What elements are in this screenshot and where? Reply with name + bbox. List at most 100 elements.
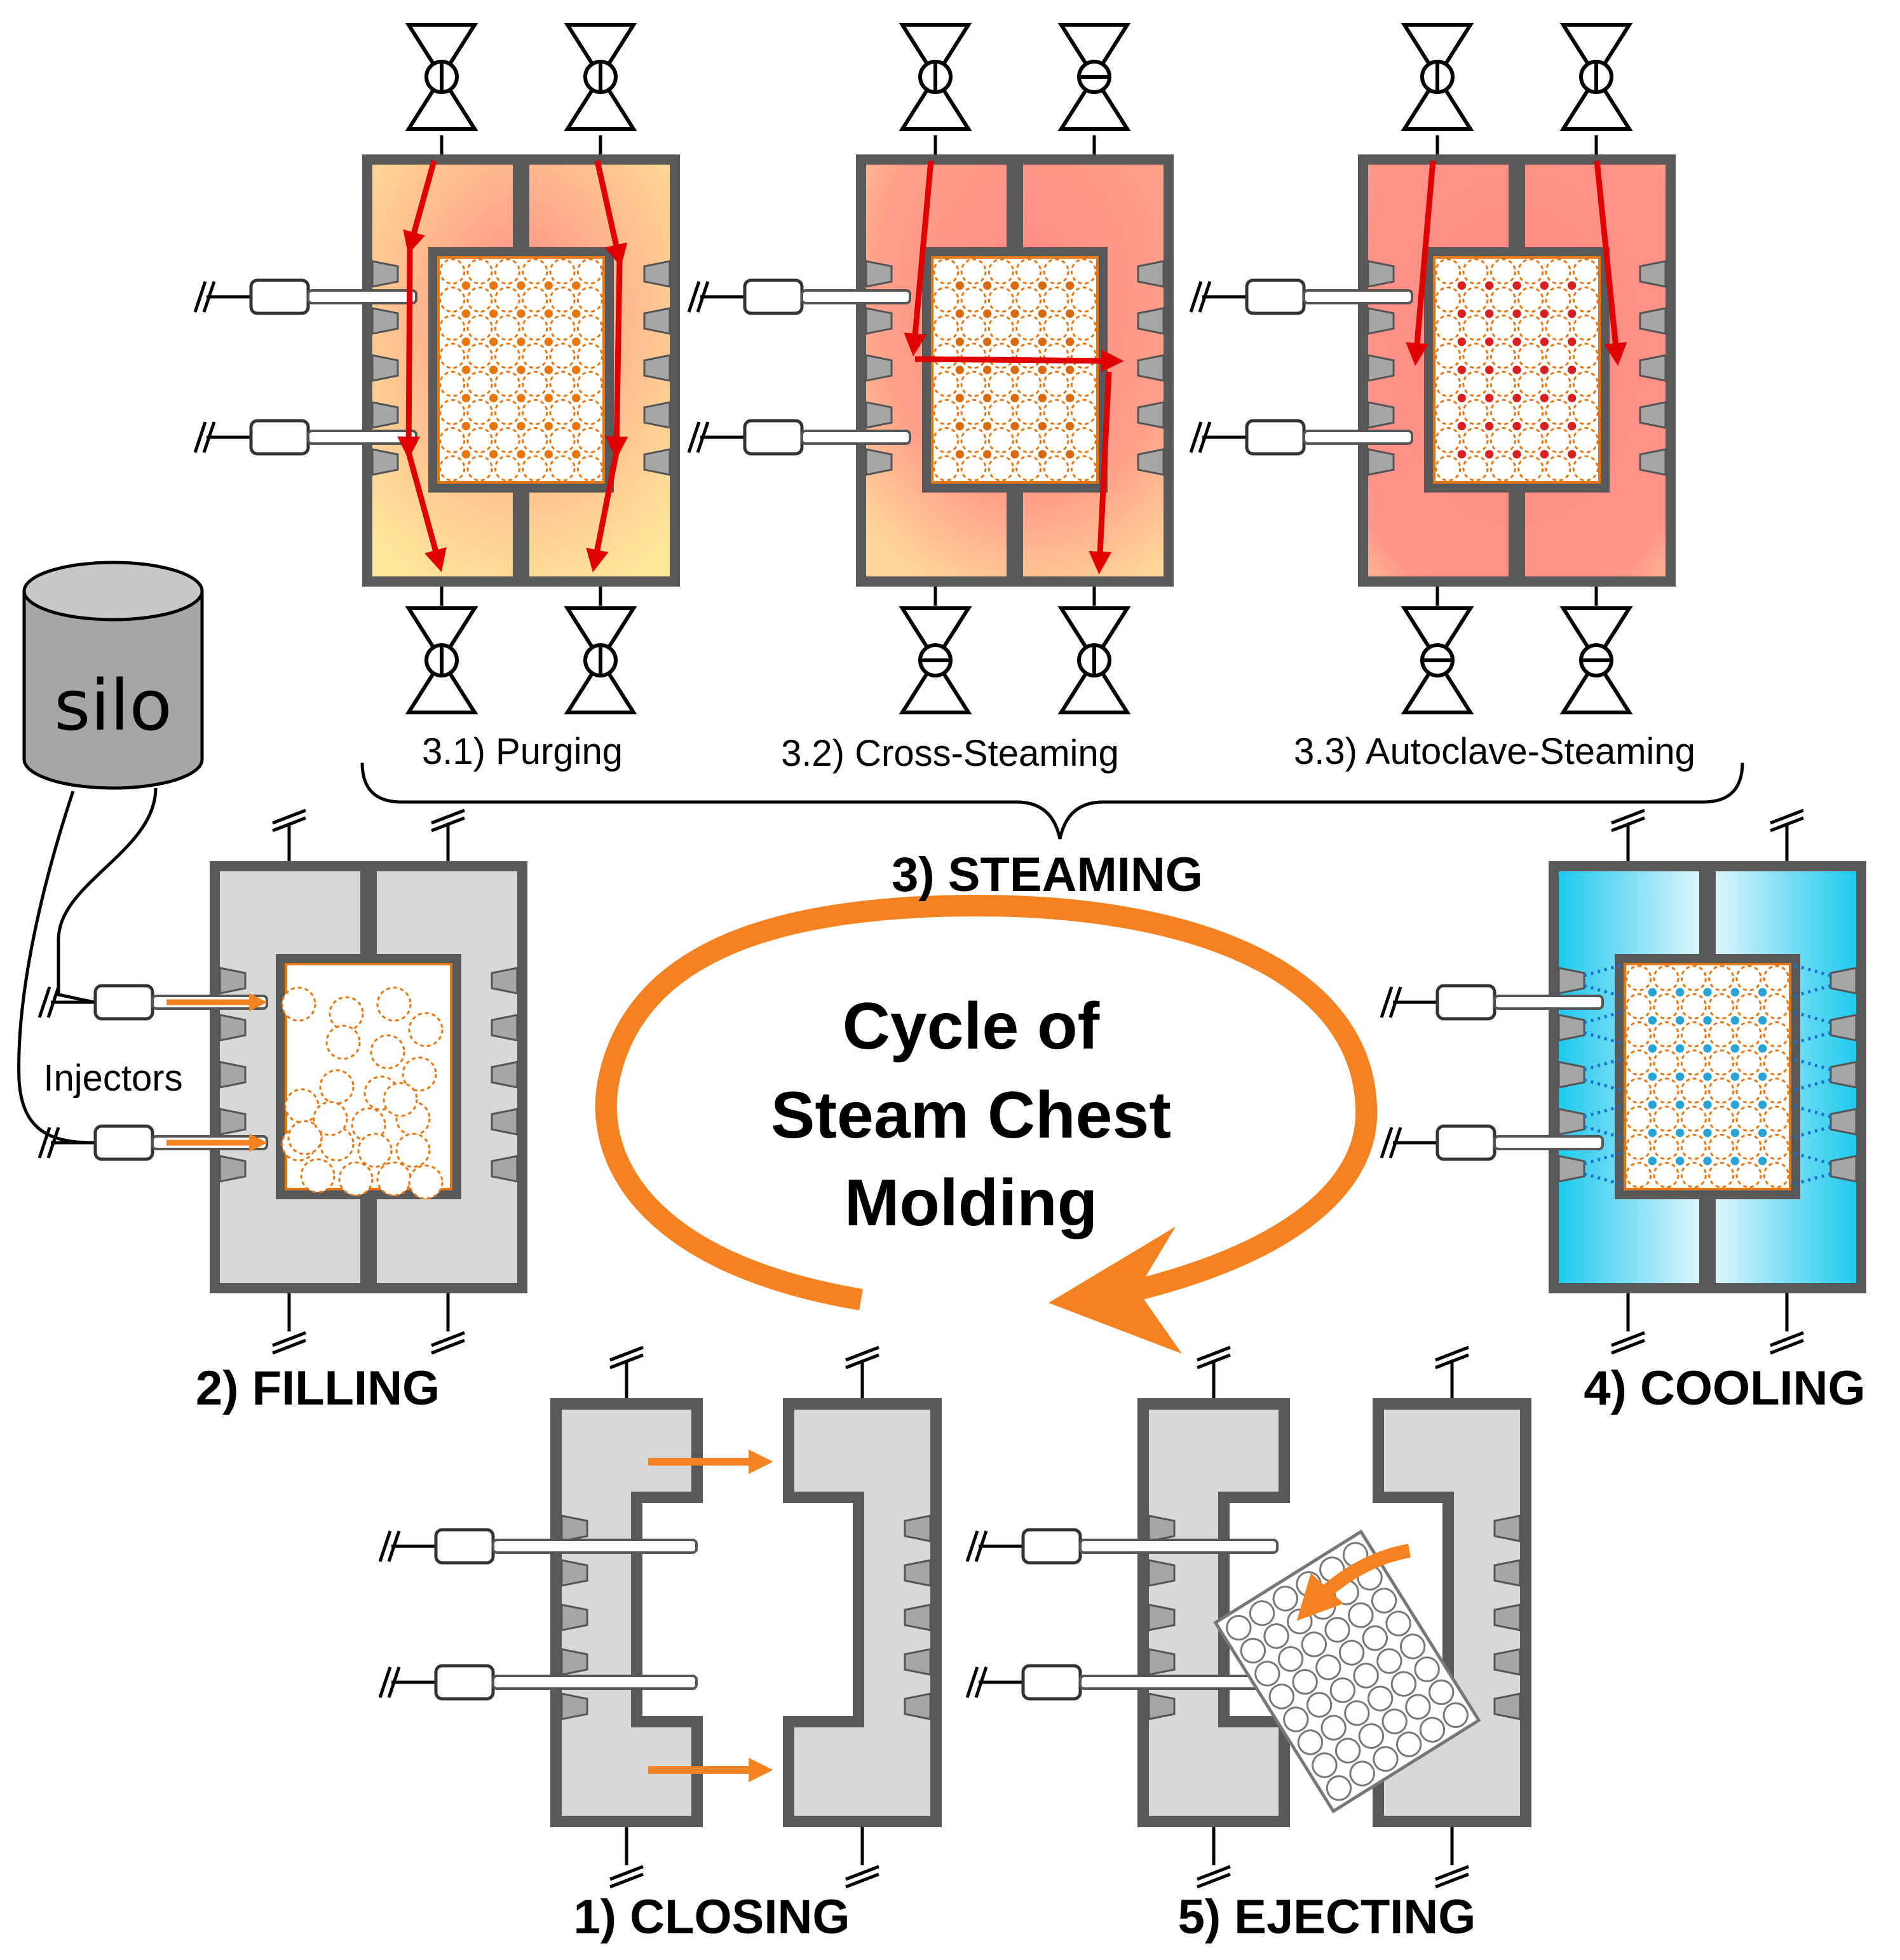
pipe-break-icon <box>1435 1353 1469 1370</box>
foam-bead <box>1396 1731 1422 1757</box>
bead-fusion-point <box>1648 1072 1657 1081</box>
bead-fusion-point <box>1758 1100 1767 1109</box>
steam-nozzle-icon <box>1829 967 1857 995</box>
bead-fusion-point <box>1540 309 1549 318</box>
foam-bead <box>987 315 1014 341</box>
bead-fusion-point <box>1758 988 1767 997</box>
foam-bead <box>408 1164 444 1200</box>
foam-bead <box>439 258 466 285</box>
steam-flow-arrow <box>605 260 628 459</box>
steam-nozzle-icon <box>1367 307 1395 335</box>
bead-fusion-point <box>517 365 526 374</box>
pipe-break-icon <box>965 1530 979 1562</box>
bead-fusion-point <box>1730 988 1740 997</box>
steam-nozzle-icon <box>1493 1648 1521 1676</box>
foam-bead <box>1381 1708 1408 1734</box>
bead-fusion-point <box>1703 1072 1712 1081</box>
foam-bead <box>549 398 576 425</box>
foam-bead <box>1405 1694 1431 1720</box>
bead-fusion-point <box>1512 450 1521 459</box>
steam-nozzle-icon <box>1557 1155 1585 1183</box>
pipe-break-icon <box>272 1331 306 1347</box>
bead-fusion-point <box>517 309 526 318</box>
foam-bead <box>522 455 548 482</box>
foam-bead <box>960 315 987 341</box>
foam-bead <box>1545 343 1571 369</box>
bead-fusion-point <box>461 281 471 290</box>
bead-fusion-point <box>1010 309 1019 318</box>
foam-bead <box>1254 1661 1280 1687</box>
bead-fusion-point <box>1540 393 1549 402</box>
bead-fusion-point <box>489 421 498 431</box>
bead-fusion-point <box>1675 1128 1685 1138</box>
foam-bead <box>549 286 576 313</box>
steam-nozzle-icon <box>904 1514 932 1542</box>
bead-fusion-point <box>1758 1016 1767 1025</box>
foam-bead <box>466 286 493 313</box>
foam-bead <box>1070 455 1097 482</box>
foam-bead <box>1015 343 1042 369</box>
pipe-break-icon <box>1189 421 1203 453</box>
bead-fusion-point <box>571 450 581 459</box>
foam-bead <box>1414 1656 1440 1682</box>
bead-fusion-point <box>1010 281 1019 290</box>
bead-fusion-point <box>1038 450 1047 459</box>
foam-bead <box>1371 1588 1397 1614</box>
cooling-spray <box>1584 1009 1625 1024</box>
foam-bead <box>466 343 493 369</box>
foam-bead <box>1625 993 1652 1019</box>
stage-closing-label: 1) CLOSING <box>574 1890 850 1944</box>
pipe-break-icon <box>845 1865 879 1881</box>
bead-fusion-point <box>1010 421 1019 431</box>
steam-nozzle-icon <box>1557 1061 1585 1089</box>
pipe-break-icon <box>1380 1127 1394 1159</box>
bead-fusion-point <box>1065 337 1075 346</box>
foam-bead <box>1735 1162 1762 1188</box>
foam-bead <box>494 371 520 397</box>
substep-purging-label: 3.1) Purging <box>422 731 623 772</box>
steam-nozzle-icon <box>865 401 893 429</box>
injector-icon <box>743 278 804 315</box>
steam-nozzle-icon <box>865 448 893 476</box>
foam-bead <box>466 398 493 425</box>
pipe-break-icon <box>1611 1338 1645 1355</box>
pipe-break-icon <box>974 1666 988 1698</box>
injector-rod <box>1493 1135 1604 1150</box>
mold-cross <box>687 23 1174 714</box>
foam-bead <box>1462 315 1489 341</box>
foam-bead <box>1708 1162 1735 1188</box>
foam-bead <box>1489 286 1516 313</box>
steam-nozzle-icon <box>560 1648 588 1676</box>
bead-fusion-point <box>1038 421 1047 431</box>
pipe-break-icon <box>272 808 306 825</box>
injector-rod <box>492 1675 698 1690</box>
pipe-break-icon <box>1197 1872 1231 1889</box>
pipe-break-icon <box>387 1530 401 1562</box>
steam-nozzle-icon <box>1148 1603 1176 1631</box>
foam-bead <box>1680 1134 1707 1160</box>
silo-label: silo <box>54 665 172 746</box>
bead-fusion-point <box>1675 1016 1685 1025</box>
foam-bead <box>933 286 960 313</box>
foam-bead <box>1329 1677 1356 1703</box>
injector-icon <box>1435 1124 1496 1161</box>
valve-icon <box>1559 23 1633 81</box>
steam-nozzle-icon <box>1367 401 1395 429</box>
injector-rod <box>801 430 911 445</box>
steam-nozzle-icon <box>1137 260 1165 288</box>
foam-bead <box>376 1161 412 1197</box>
foam-bead <box>1376 1648 1402 1674</box>
foam-bead <box>1653 1049 1679 1076</box>
foam-bead <box>1399 1633 1426 1659</box>
foam-bead <box>1283 1706 1309 1732</box>
foam-bead <box>1763 1162 1789 1188</box>
foam-bead <box>1373 1746 1399 1772</box>
injector-icon <box>249 278 310 315</box>
foam-bead <box>1349 1760 1375 1786</box>
bead-fusion-point <box>544 337 553 346</box>
foam-bead <box>1489 315 1516 341</box>
foam-bead <box>1043 427 1069 454</box>
steam-nozzle-icon <box>491 1014 519 1042</box>
pipe-break-icon <box>378 1666 392 1698</box>
bead-fusion-point <box>1648 1157 1657 1166</box>
